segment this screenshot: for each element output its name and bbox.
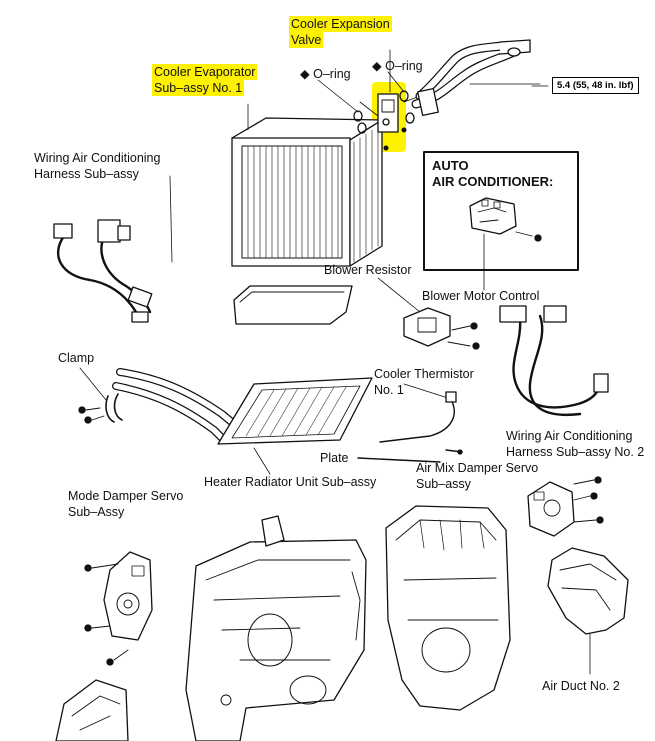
blower-motor-control-drawing (469, 197, 542, 291)
refrigerant-pipes-drawing (411, 39, 541, 117)
label-cooler-evaporator-line1: Cooler Evaporator (152, 64, 258, 80)
label-cooler-thermistor-line1: Cooler Thermistor (374, 367, 474, 381)
evaporator-drawing (231, 117, 383, 267)
label-oring-right: ◆ O–ring (372, 58, 423, 74)
lower-duct-drawing (55, 679, 129, 741)
label-wiring-harness-2-line1: Wiring Air Conditioning (506, 429, 633, 443)
clamp-drawing (78, 367, 123, 424)
heater-case-right-drawing (385, 505, 511, 711)
label-plate: Plate (320, 451, 349, 465)
label-air-mix-damper-line1: Air Mix Damper Servo (416, 461, 539, 475)
label-cooler-expansion-valve-line1: Cooler Expansion (289, 16, 392, 32)
label-air-mix-damper: Air Mix Damper Servo Sub–assy (416, 460, 538, 492)
leader-lines (169, 49, 549, 263)
label-air-mix-damper-line2: Sub–assy (416, 477, 471, 491)
label-cooler-expansion-valve-line2: Valve (289, 32, 324, 48)
mode-damper-servo-drawing (84, 551, 153, 666)
non-reusable-diamond-icon: ◆ (372, 59, 382, 73)
label-wiring-harness-2: Wiring Air Conditioning Harness Sub–assy… (506, 428, 644, 460)
wiring-harness-1-drawing (53, 219, 153, 323)
label-heater-radiator: Heater Radiator Unit Sub–assy (204, 475, 377, 489)
heater-radiator-drawing (112, 368, 373, 475)
label-mode-damper-line2: Sub–Assy (68, 505, 125, 519)
label-mode-damper-line1: Mode Damper Servo (68, 489, 184, 503)
label-wiring-harness-1-line1: Wiring Air Conditioning (34, 151, 161, 165)
label-auto-ac-line2: AIR CONDITIONER: (432, 174, 554, 189)
heater-case-left-drawing (185, 515, 367, 741)
thermistor-drawing (357, 383, 463, 463)
label-cooler-evaporator: Cooler Evaporator Sub–assy No. 1 (152, 64, 258, 96)
label-cooler-thermistor: Cooler Thermistor No. 1 (374, 366, 474, 398)
label-mode-damper: Mode Damper Servo Sub–Assy (68, 488, 183, 520)
label-wiring-harness-2-line2: Harness Sub–assy No. 2 (506, 445, 645, 459)
expansion-valve-drawing (317, 71, 421, 134)
label-wiring-harness-1: Wiring Air Conditioning Harness Sub–assy (34, 150, 160, 182)
torque-spec-box: 5.4 (55, 48 in. lbf) (552, 77, 639, 94)
blower-resistor-drawing (377, 277, 480, 350)
label-oring-right-text: O–ring (385, 59, 423, 73)
non-reusable-diamond-icon: ◆ (300, 67, 310, 81)
air-duct-drawing (547, 547, 629, 675)
label-oring-left-text: O–ring (313, 67, 351, 81)
label-wiring-harness-1-line2: Harness Sub–assy (34, 167, 139, 181)
drain-pan-drawing (233, 285, 353, 325)
label-blower-resistor: Blower Resistor (324, 263, 412, 277)
label-blower-motor-control: Blower Motor Control (422, 289, 540, 303)
label-cooler-expansion-valve: Cooler Expansion Valve (289, 16, 392, 48)
label-cooler-thermistor-line2: No. 1 (374, 383, 404, 397)
label-oring-left: ◆ O–ring (300, 66, 351, 82)
bolts (383, 127, 407, 151)
label-auto-ac-line1: AUTO (432, 158, 469, 173)
label-cooler-evaporator-line2: Sub–assy No. 1 (152, 80, 245, 96)
wiring-harness-2-drawing (499, 305, 609, 417)
label-clamp: Clamp (58, 351, 95, 365)
air-mix-servo-drawing (527, 476, 604, 537)
label-air-duct: Air Duct No. 2 (542, 679, 620, 693)
label-auto-ac: AUTO AIR CONDITIONER: (432, 158, 553, 190)
